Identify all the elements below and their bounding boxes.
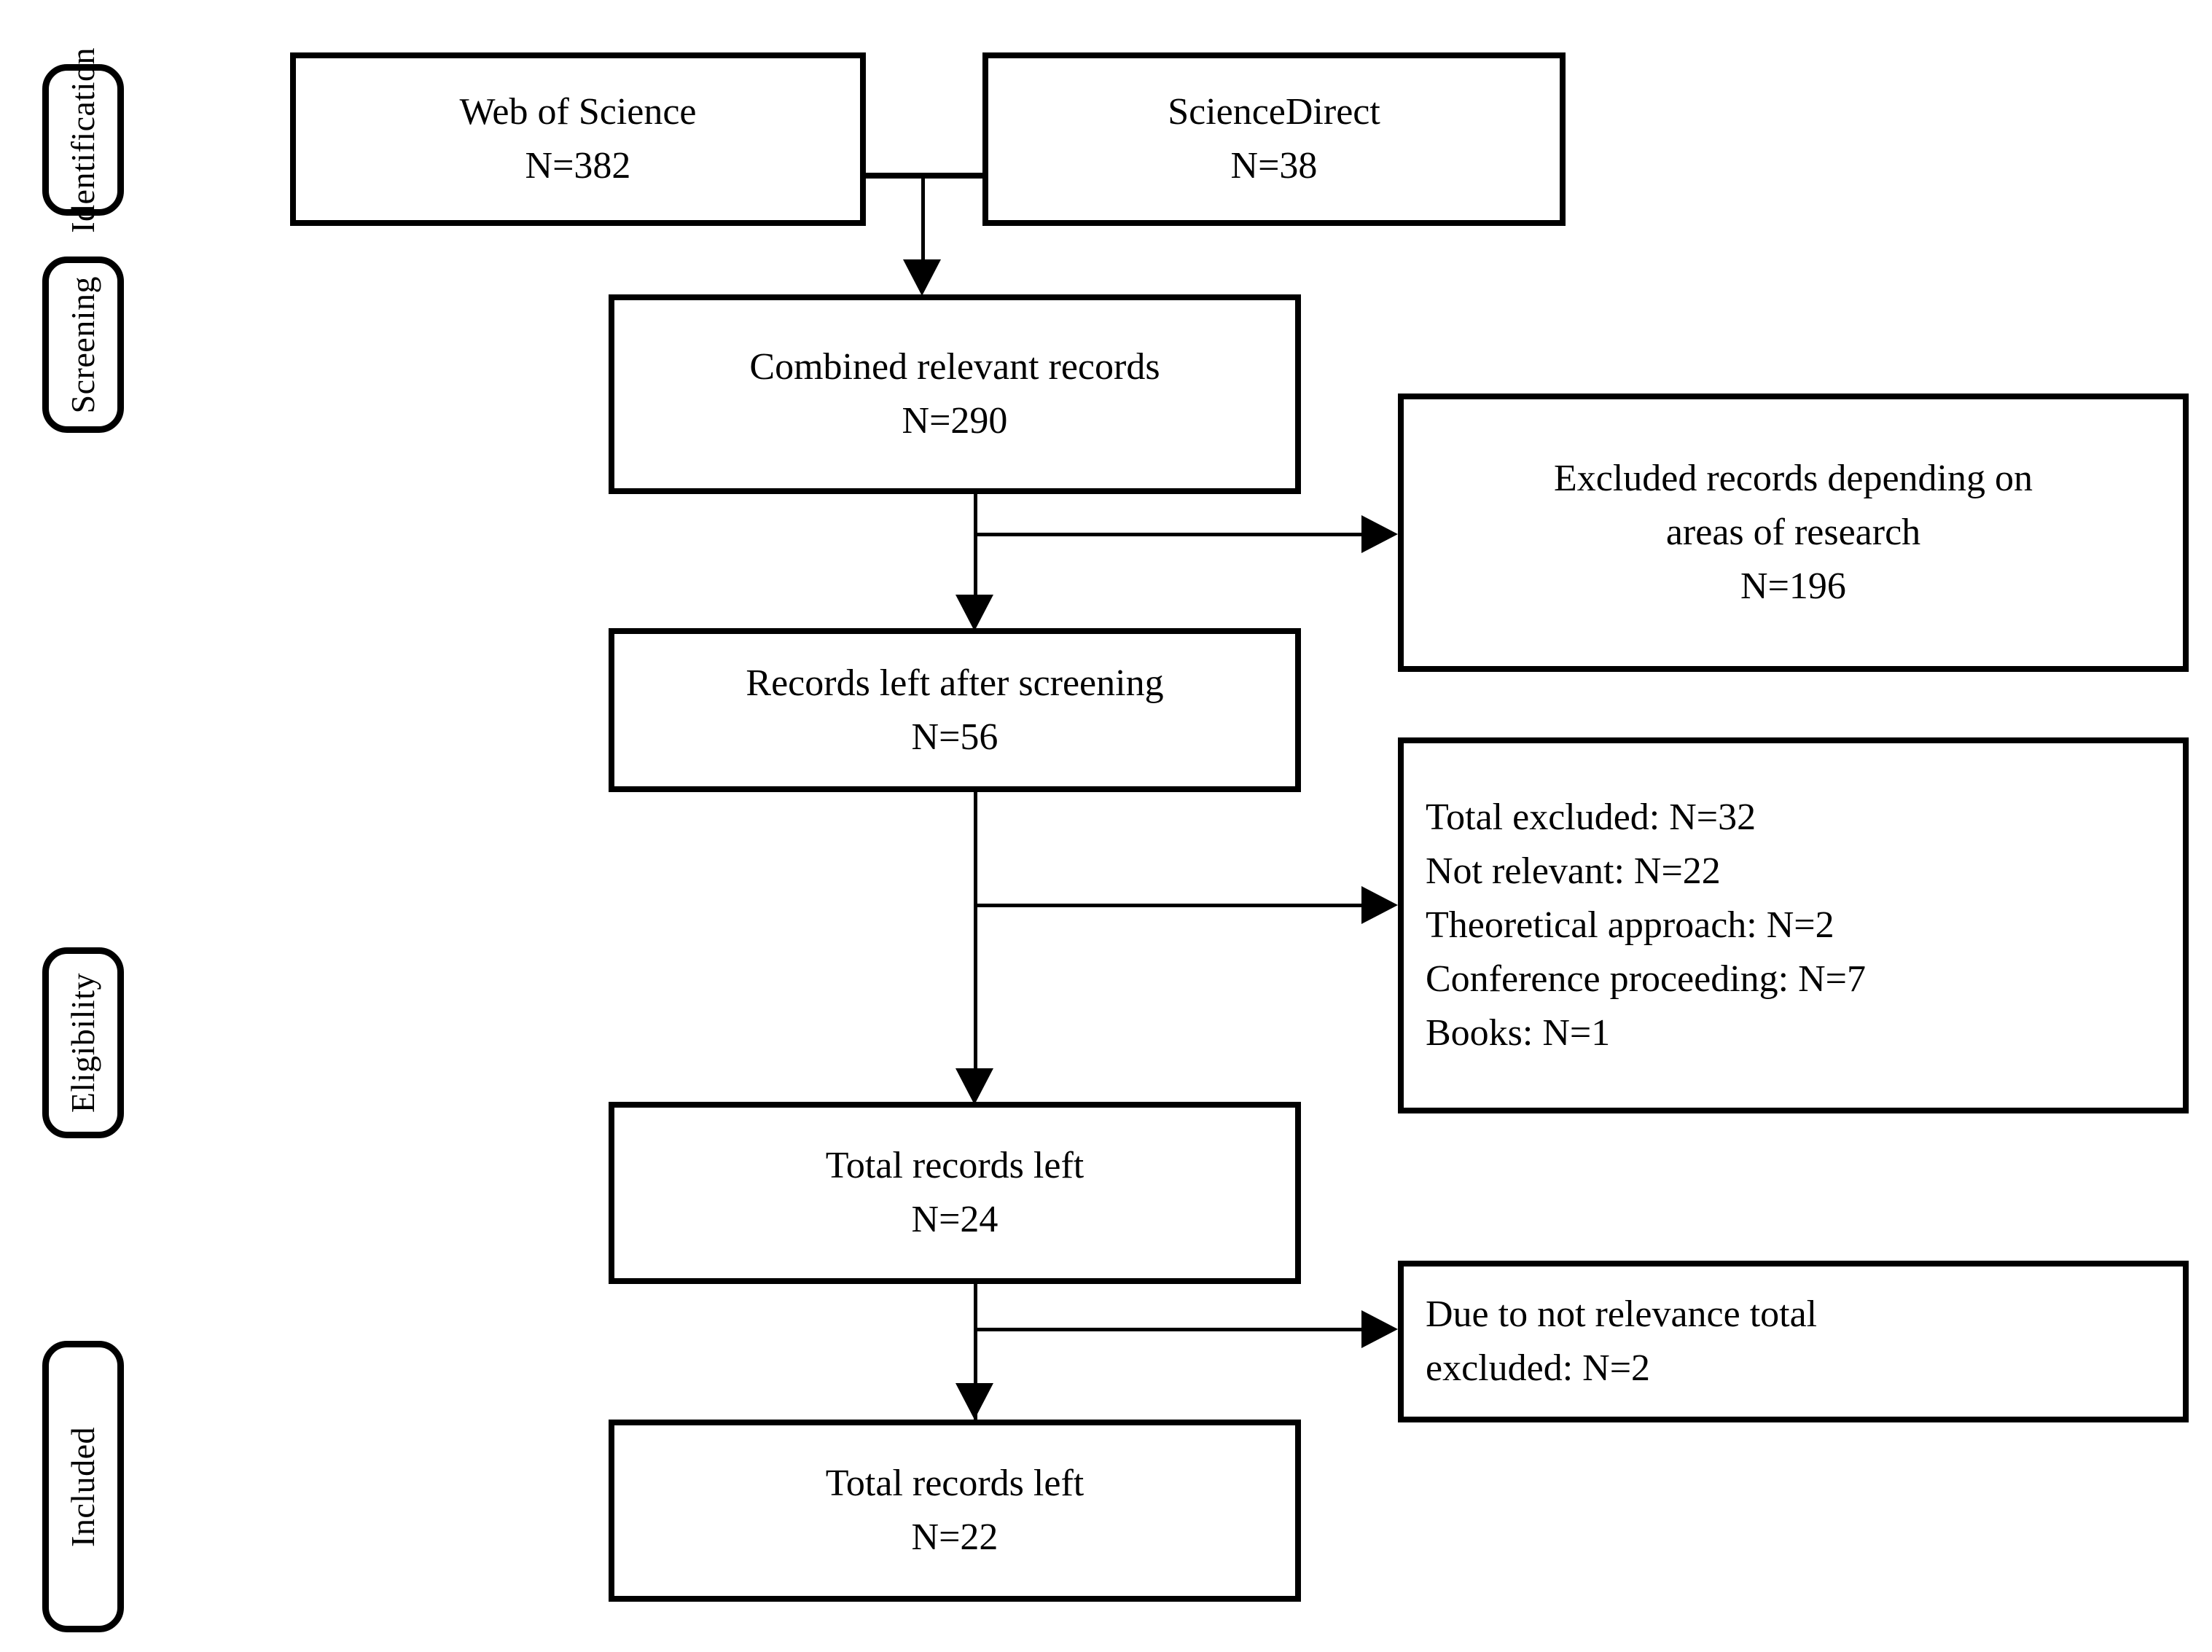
stage-label-identification: Identification [64, 47, 101, 233]
stage-box-eligibility: Eligibility [42, 947, 124, 1138]
stage-label-eligibility: Eligibility [64, 972, 101, 1113]
excluded-line: N=196 [1740, 565, 1846, 607]
node-count: N=382 [525, 145, 631, 187]
connector-screening-to-excluded-eligibility [976, 904, 1362, 907]
stage-label-included: Included [64, 1426, 101, 1547]
node-title: Web of Science [459, 91, 697, 133]
excluded-line: areas of research [1665, 512, 1921, 554]
node-count: N=290 [902, 400, 1008, 442]
excluded-line: Theoretical approach: N=2 [1426, 904, 1834, 947]
stage-box-screening: Screening [42, 257, 124, 433]
node-title: ScienceDirect [1168, 91, 1380, 133]
connector-combined-to-excluded-areas [976, 533, 1362, 536]
excluded-line: Books: N=1 [1426, 1011, 1611, 1054]
excluded-line: excluded: N=2 [1426, 1347, 1651, 1389]
connector-total24-down [974, 1284, 977, 1420]
node-count: N=24 [911, 1199, 998, 1240]
node-excluded-eligibility: Total excluded: N=32 Not relevant: N=22 … [1398, 737, 2189, 1113]
node-sciencedirect: ScienceDirect N=38 [982, 52, 1566, 226]
excluded-line: Excluded records depending on [1553, 458, 2033, 500]
stage-label-screening: Screening [64, 275, 101, 414]
node-count: N=22 [911, 1516, 998, 1558]
node-count: N=38 [1230, 145, 1318, 187]
arrowhead-to-total-records-24 [955, 1068, 993, 1105]
arrowhead-to-total-records-22 [955, 1383, 993, 1420]
arrowhead-to-excluded-areas [1361, 515, 1398, 553]
connector-total24-to-excluded-relevance [976, 1328, 1362, 1331]
excluded-line: Not relevant: N=22 [1426, 850, 1721, 893]
excluded-line: Conference proceeding: N=7 [1426, 958, 1866, 1000]
node-excluded-relevance: Due to not relevance total excluded: N=2 [1398, 1261, 2189, 1422]
stage-box-included: Included [42, 1341, 124, 1632]
node-title: Total records left [825, 1463, 1084, 1505]
connector-sources-to-combined [921, 175, 925, 268]
arrowhead-to-excluded-relevance [1361, 1310, 1398, 1348]
node-total-records-24: Total records left N=24 [609, 1102, 1301, 1284]
connector-screening-down [974, 792, 977, 1076]
excluded-line: Total excluded: N=32 [1426, 796, 1756, 839]
node-web-of-science: Web of Science N=382 [290, 52, 866, 226]
excluded-line: Due to not relevance total [1426, 1293, 1818, 1336]
node-total-records-22: Total records left N=22 [609, 1420, 1301, 1602]
node-count: N=56 [911, 716, 998, 758]
node-excluded-areas: Excluded records depending on areas of r… [1398, 394, 2189, 672]
stage-box-identification: Identification [42, 47, 124, 232]
node-title: Total records left [825, 1145, 1084, 1187]
arrowhead-to-records-after-screening [955, 595, 993, 631]
arrowhead-to-excluded-eligibility [1361, 886, 1398, 924]
arrowhead-to-combined [903, 259, 941, 296]
node-combined-records: Combined relevant records N=290 [609, 294, 1301, 494]
node-records-after-screening: Records left after screening N=56 [609, 628, 1301, 792]
node-title: Combined relevant records [749, 346, 1160, 388]
connector-combined-down [974, 494, 977, 602]
node-title: Records left after screening [746, 662, 1164, 704]
